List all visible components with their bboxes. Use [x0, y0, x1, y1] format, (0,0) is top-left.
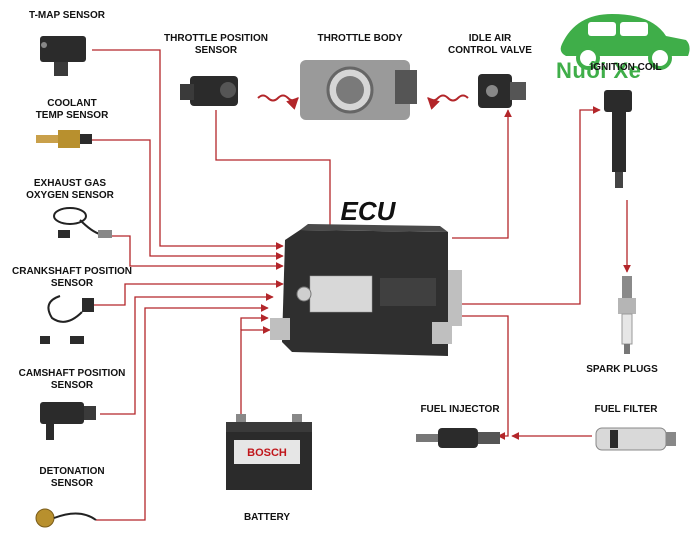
- wave-iac-to-body: [427, 94, 469, 110]
- wire-battery-2: [240, 314, 269, 330]
- airflow-arrows: [257, 94, 469, 110]
- brand-logo-text: Nuôi Xe: [556, 58, 642, 83]
- label-fuel-filter: FUEL FILTER: [594, 404, 658, 415]
- tmap-sensor-icon: [40, 36, 86, 76]
- output-wires: [452, 106, 631, 440]
- label-fuel-injector: FUEL INJECTOR: [420, 404, 500, 415]
- wire-tps: [215, 110, 331, 226]
- ignition-coil-icon: [604, 90, 632, 188]
- label-spark-plugs: SPARK PLUGS: [586, 364, 658, 375]
- wave-tps-to-body: [257, 94, 299, 110]
- wire-injector: [462, 315, 509, 440]
- wire-coolant: [80, 139, 284, 260]
- wire-oxygen: [110, 235, 284, 270]
- throttle-position-sensor-icon: [180, 76, 238, 106]
- wire-coil: [462, 106, 601, 305]
- spark-plug-icon: [618, 276, 636, 354]
- battery-brand: BOSCH: [247, 447, 287, 459]
- ecu-title: ECU: [340, 196, 396, 226]
- wire-detonation: [96, 304, 269, 521]
- detonation-sensor-icon: [35, 508, 97, 528]
- idle-air-control-valve-icon: [478, 74, 526, 108]
- wire-cam: [100, 293, 274, 415]
- sensor-wires: [80, 49, 331, 521]
- camshaft-sensor-icon: [40, 402, 96, 440]
- battery-icon: BOSCH: [226, 414, 312, 490]
- throttle-body-icon: [300, 60, 417, 120]
- fuel-filter-icon: [595, 427, 676, 451]
- wire-crank: [90, 280, 284, 306]
- wire-iac: [452, 109, 512, 239]
- label-battery: BATTERY: [243, 512, 291, 523]
- coolant-sensor-icon: [36, 130, 92, 148]
- oxygen-sensor-icon: [53, 207, 112, 238]
- label-throttle-body: THROTTLE BODY: [317, 33, 403, 44]
- brand-logo: [560, 14, 690, 70]
- wire-battery: [240, 326, 271, 418]
- label-ignition-coil: IGNITION COIL: [590, 62, 662, 73]
- fuel-injector-icon: [416, 428, 500, 448]
- label-tmap: T-MAP SENSOR: [29, 10, 105, 21]
- ecu-unit: [270, 224, 462, 356]
- crankshaft-sensor-icon: [40, 295, 94, 344]
- wire-tmap: [92, 49, 284, 250]
